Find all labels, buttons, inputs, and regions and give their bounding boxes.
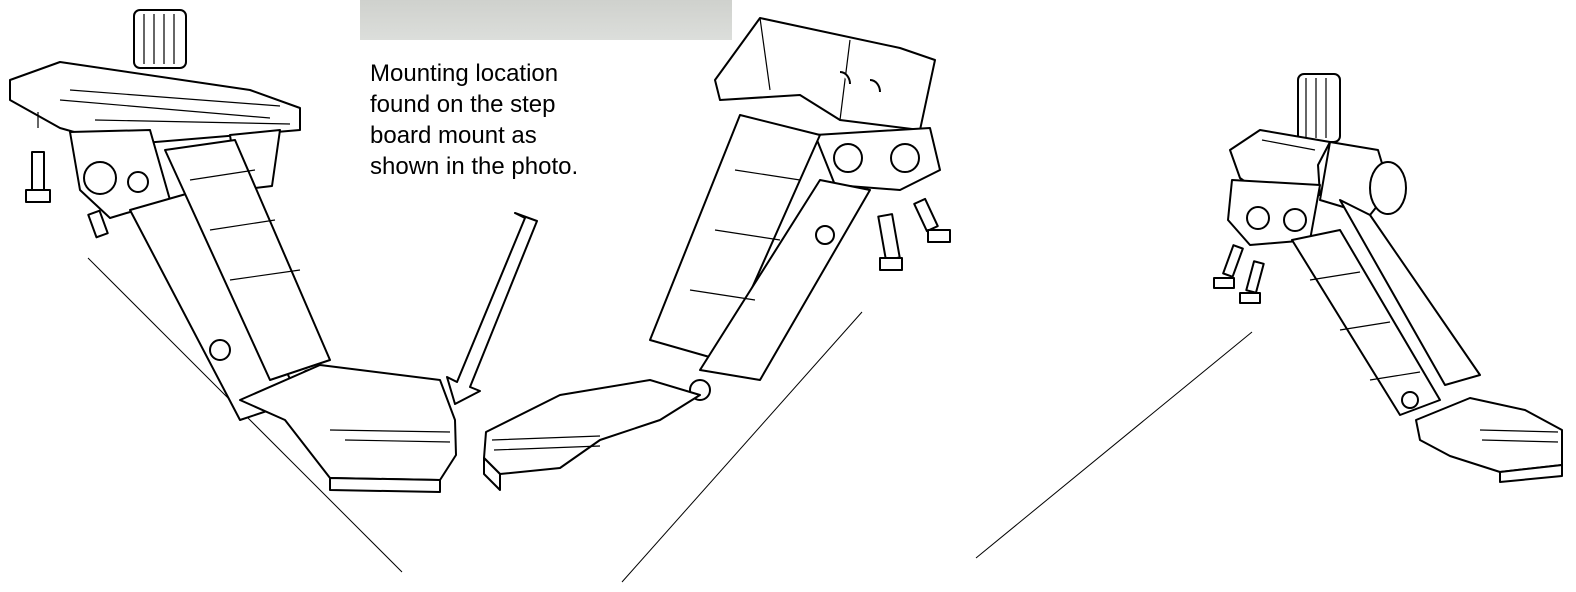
photo-strip	[360, 0, 732, 40]
adjust-knob	[1297, 73, 1341, 143]
ground-line-right	[975, 331, 1253, 559]
link-arm	[1291, 229, 1441, 416]
bolt	[877, 213, 901, 261]
left-step-assembly	[9, 9, 457, 573]
callout-text: Mounting location found on the step boar…	[370, 58, 680, 182]
arrow-icon	[446, 212, 538, 405]
center-step-assembly	[483, 17, 951, 583]
callout-line: found on the step	[370, 91, 556, 118]
callout-line: board mount as	[370, 122, 537, 149]
mount-bracket	[9, 61, 301, 146]
side-plate	[1227, 179, 1321, 246]
bolt	[1222, 244, 1244, 278]
ground-line-center	[621, 311, 863, 583]
step-tread	[239, 364, 457, 481]
bolt	[31, 151, 45, 191]
step-tread	[483, 379, 701, 475]
adjust-knob	[133, 9, 187, 69]
mount-bracket	[714, 17, 936, 131]
callout-line: Mounting location	[370, 60, 559, 87]
right-step-assembly	[975, 73, 1563, 559]
callout-line: shown in the photo.	[370, 153, 579, 180]
step-tread	[1415, 397, 1563, 473]
